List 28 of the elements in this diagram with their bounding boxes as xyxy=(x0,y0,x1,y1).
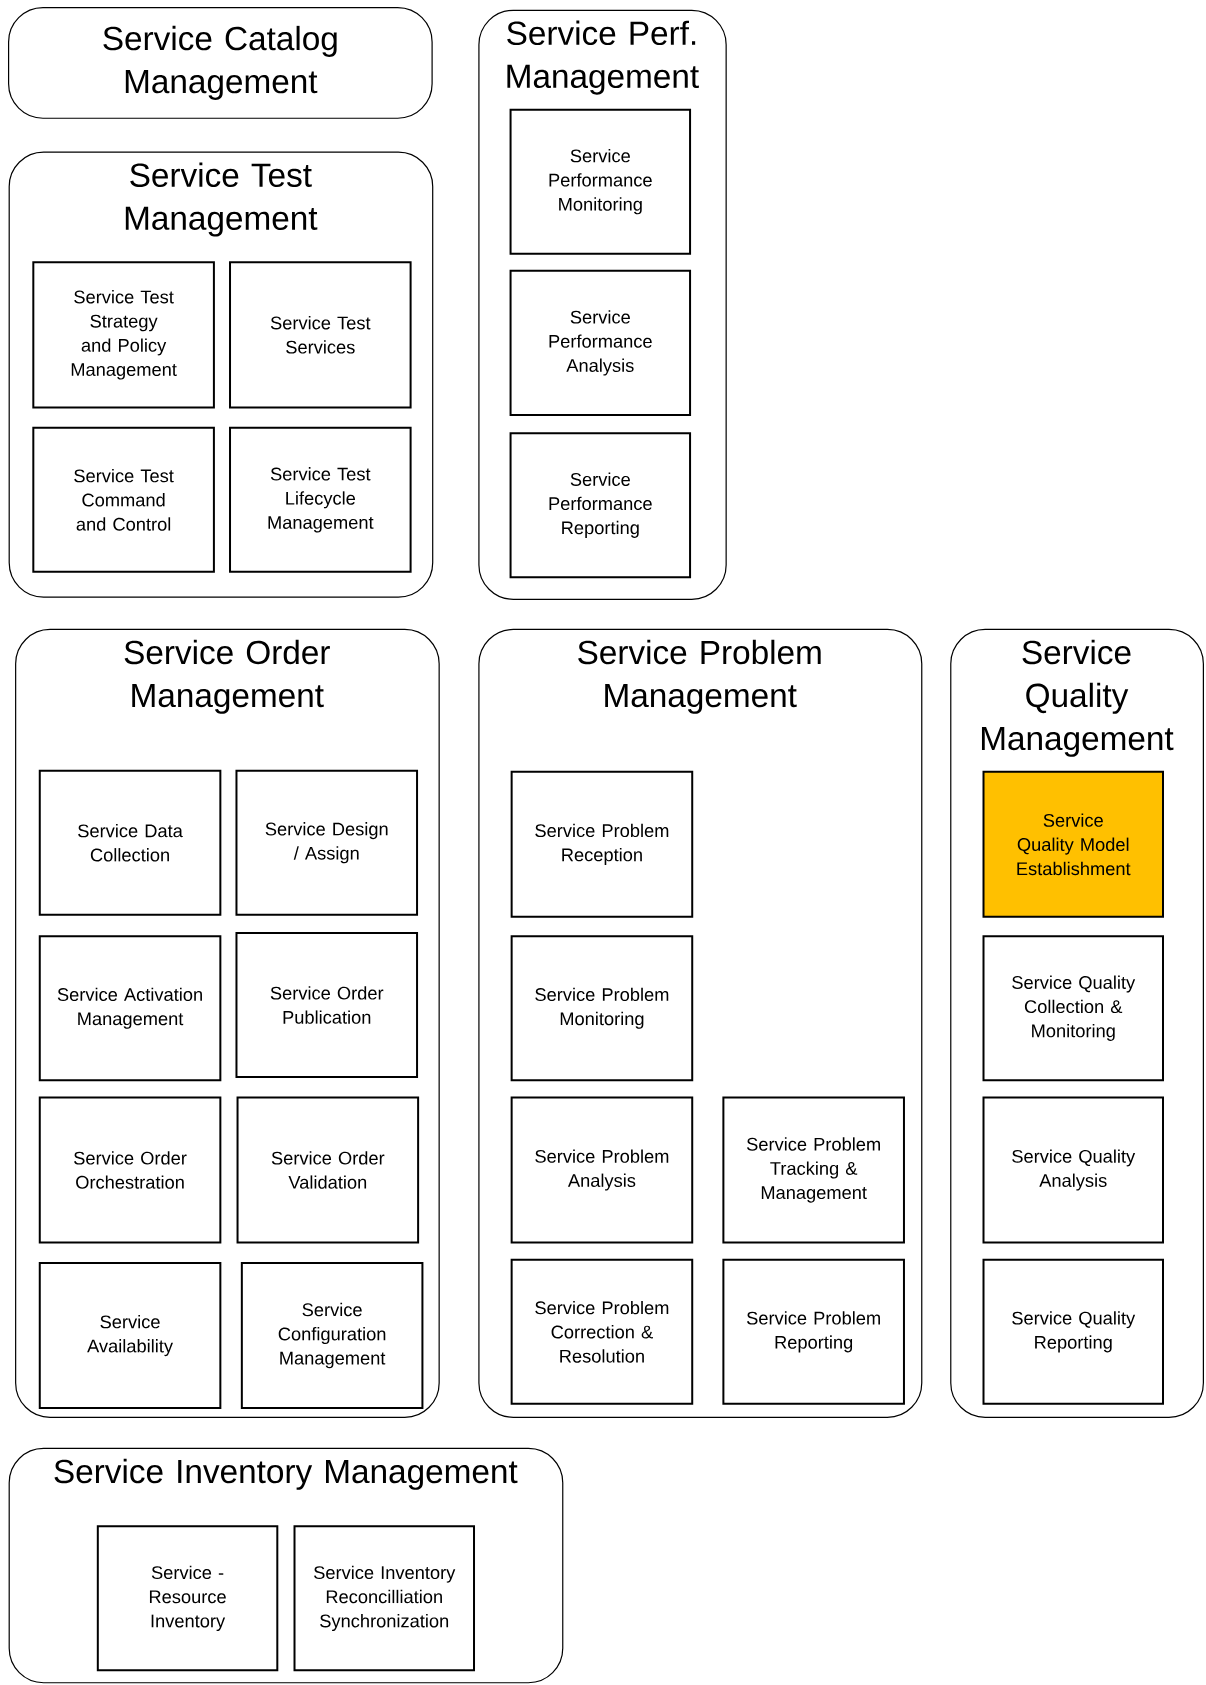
function-box: Service Problem Analysis xyxy=(510,1096,694,1244)
function-box: Service Problem Tracking & Management xyxy=(722,1096,905,1244)
function-box: Service Activation Management xyxy=(38,935,222,1082)
function-box: Service Test Lifecycle Management xyxy=(229,426,412,573)
function-box: Service Quality Collection & Monitoring xyxy=(982,935,1164,1082)
function-box: Service Inventory Reconcilliation Synchronization xyxy=(293,1525,475,1672)
function-box: Service Test Services xyxy=(229,261,412,409)
function-box: Service Performance Reporting xyxy=(509,432,692,579)
function-box: Service Problem Correction & Resolution xyxy=(510,1258,694,1405)
function-box: Service Problem Monitoring xyxy=(510,935,694,1082)
function-box: Service Design / Assign xyxy=(235,769,419,916)
function-box: Service Problem Reception xyxy=(510,770,694,918)
function-box: Service Problem Reporting xyxy=(722,1258,905,1405)
function-box: Service Test Strategy and Policy Management xyxy=(32,261,215,409)
function-box: Service Order Orchestration xyxy=(38,1096,222,1244)
function-box: Service Configuration Management xyxy=(240,1261,424,1410)
function-box: Service - Resource Inventory xyxy=(96,1525,279,1672)
function-box: Service Quality Analysis xyxy=(982,1096,1164,1244)
function-box: Service Test Command and Control xyxy=(32,426,215,573)
function-box: Service Data Collection xyxy=(38,769,222,916)
function-box: Service Availability xyxy=(38,1261,222,1410)
function-box: Service Performance Analysis xyxy=(509,269,692,416)
function-box: Service Order Validation xyxy=(236,1096,420,1244)
function-box: Service Order Publication xyxy=(235,932,419,1078)
function-box: Service Performance Monitoring xyxy=(509,108,692,255)
group-box: Service Catalog Management xyxy=(8,6,433,119)
function-box: Service Quality Model Establishment xyxy=(982,770,1164,918)
function-box: Service Quality Reporting xyxy=(982,1258,1164,1405)
